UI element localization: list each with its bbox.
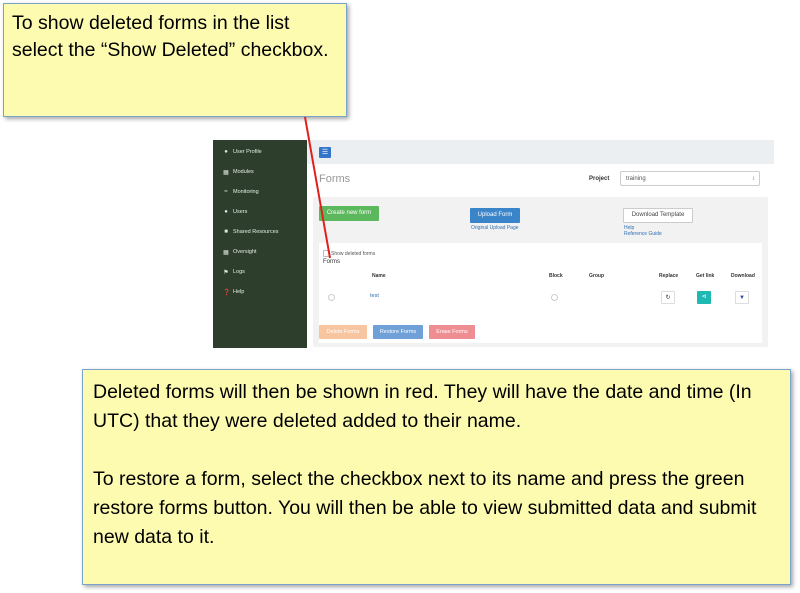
sidebar-item-users[interactable]: ● Users (213, 202, 307, 222)
column-header-replace: Replace (659, 273, 679, 279)
block-checkbox[interactable] (551, 294, 558, 301)
menu-button[interactable]: ☰ (319, 147, 331, 158)
top-bar: ☰ (307, 140, 774, 164)
delete-forms-button[interactable]: Delete Forms (319, 325, 367, 339)
callout-restore-instructions: Deleted forms will then be shown in red.… (82, 369, 791, 585)
show-deleted-checkbox[interactable]: Show deleted forms (323, 250, 375, 257)
sidebar-item-oversight[interactable]: ▦ Oversight (213, 242, 307, 262)
user-icon: ● (224, 149, 228, 155)
reference-guide-link[interactable]: Reference Guide (624, 231, 662, 237)
restore-forms-button[interactable]: Restore Forms (373, 325, 423, 339)
show-deleted-label: Show deleted forms (331, 250, 376, 257)
callout-top-text: To show deleted forms in the list select… (12, 12, 329, 61)
refresh-icon: ↻ (665, 295, 671, 301)
flag-icon: ⚑ (223, 269, 229, 276)
page-title: Forms (319, 173, 351, 185)
form-name-link[interactable]: test (370, 293, 379, 299)
sidebar-item-label: Oversight (233, 249, 257, 255)
sidebar-item-help[interactable]: ❓ Help (213, 282, 307, 302)
column-header-group: Group (589, 273, 604, 279)
sidebar-item-shared-resources[interactable]: ■ Shared Resources (213, 222, 307, 242)
sidebar-item-user-profile[interactable]: ● User Profile (213, 142, 307, 162)
share-icon: ⊲ (701, 294, 707, 300)
upload-form-button[interactable]: Upload Form (470, 208, 520, 223)
sidebar-item-label: Users (233, 209, 248, 215)
chevron-updown-icon: ↕ (752, 176, 755, 182)
replace-button[interactable]: ↻ (661, 291, 675, 304)
help-links: Help Reference Guide (624, 225, 662, 237)
forms-subheading: Forms (323, 259, 340, 265)
sidebar-item-label: Shared Resources (233, 229, 279, 235)
sidebar-item-label: User Profile (233, 149, 262, 155)
callout-bottom-para2: To restore a form, select the checkbox n… (93, 468, 757, 548)
download-button[interactable]: ▼ (735, 291, 749, 304)
forms-app-screenshot: ● User Profile ▦ Modules ≈ Monitoring ● … (213, 140, 774, 348)
help-icon: ❓ (223, 289, 231, 296)
project-select-value: training (626, 176, 646, 182)
project-label: Project (589, 176, 610, 182)
database-icon: ■ (224, 229, 228, 235)
checkbox-icon[interactable] (323, 250, 330, 257)
create-form-button[interactable]: Create new form (319, 206, 379, 221)
sidebar-item-monitoring[interactable]: ≈ Monitoring (213, 182, 307, 202)
sidebar-item-logs[interactable]: ⚑ Logs (213, 262, 307, 282)
sidebar-item-modules[interactable]: ▦ Modules (213, 162, 307, 182)
column-header-getlink: Get link (696, 273, 715, 279)
callout-bottom-para1: Deleted forms will then be shown in red.… (93, 381, 752, 432)
sidebar-item-label: Modules (233, 169, 254, 175)
get-link-button[interactable]: ⊲ (697, 291, 711, 304)
project-select[interactable]: training ↕ (620, 171, 760, 186)
erase-forms-button[interactable]: Erase Forms (429, 325, 475, 339)
sidebar-item-label: Monitoring (233, 189, 259, 195)
sidebar: ● User Profile ▦ Modules ≈ Monitoring ● … (213, 140, 307, 348)
row-select-checkbox[interactable] (328, 294, 335, 301)
column-header-block: Block (549, 273, 563, 279)
sidebar-item-label: Logs (233, 269, 245, 275)
help-link[interactable]: Help (624, 225, 635, 231)
main-content: ☰ Forms Project training ↕ Create new fo… (307, 140, 774, 348)
callout-show-deleted: To show deleted forms in the list select… (3, 3, 347, 117)
forms-panel: Create new form Upload Form Original Upl… (313, 197, 768, 347)
menu-icon: ☰ (321, 149, 329, 156)
column-header-download: Download (731, 273, 755, 279)
download-icon: ▼ (739, 295, 745, 301)
user-icon: ● (224, 209, 228, 215)
grid-icon: ▦ (223, 249, 229, 256)
column-header-name: Name (372, 273, 386, 279)
sidebar-item-label: Help (233, 289, 245, 295)
download-template-button[interactable]: Download Template (623, 208, 693, 223)
original-upload-link[interactable]: Original Upload Page (471, 225, 519, 231)
grid-icon: ▦ (223, 169, 229, 176)
wifi-icon: ≈ (224, 189, 228, 195)
